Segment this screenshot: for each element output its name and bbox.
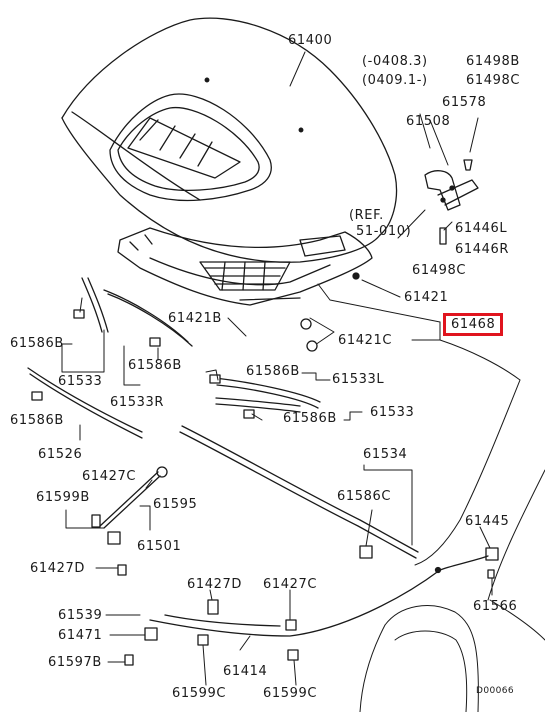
label-61539: 61539 (58, 608, 103, 623)
leader-lines-lower (33, 297, 493, 686)
label-61421b: 61421B (168, 311, 222, 326)
label-61533r: 61533R (110, 395, 164, 410)
label-61599c-right: 61599C (263, 686, 318, 701)
label-61586b-mid: 61586B (128, 358, 182, 373)
label-61427d-center: 61427D (187, 577, 242, 592)
support-rod-and-cable (99, 471, 489, 637)
label-61533: 61533 (58, 374, 103, 389)
label-61498b: 61498B (466, 54, 520, 69)
hood-hinge (352, 159, 479, 280)
label-61586b-right: 61586B (246, 364, 300, 379)
label-61414: 61414 (223, 664, 268, 679)
fender-outline (359, 339, 545, 712)
label-61566: 61566 (473, 599, 518, 614)
label-61471: 61471 (58, 628, 103, 643)
label-61498c-hinge: 61498C (412, 263, 467, 278)
label-61427c-upper: 61427C (82, 469, 137, 484)
hood-inner-frame (117, 227, 373, 306)
label-61421: 61421 (404, 290, 449, 305)
label-61421c: 61421C (338, 333, 393, 348)
label-61599b: 61599B (36, 490, 90, 505)
label-61501: 61501 (137, 539, 182, 554)
label-61400: 61400 (288, 33, 333, 48)
label-61578: 61578 (442, 95, 487, 110)
label-61446r: 61446R (455, 242, 509, 257)
label-61526: 61526 (38, 447, 83, 462)
label-ref: (REF. (349, 208, 384, 223)
label-61595: 61595 (153, 497, 198, 512)
leader-lines-top (227, 51, 479, 346)
diagram-code: D00066 (476, 686, 514, 696)
label-61586b-far-left: 61586B (10, 413, 64, 428)
label-61427c-center: 61427C (263, 577, 318, 592)
label-61586b-left: 61586B (10, 336, 64, 351)
label-61597b: 61597B (48, 655, 102, 670)
hood-panel (61, 17, 398, 263)
label-61508: 61508 (406, 114, 451, 129)
label-61427d-left: 61427D (30, 561, 85, 576)
weatherstrip-parts (27, 277, 419, 559)
label-61586c: 61586C (337, 489, 392, 504)
label-61468-highlighted: 61468 (443, 313, 504, 336)
label-61586b-lower: 61586B (283, 411, 337, 426)
label-61445: 61445 (465, 514, 510, 529)
label-61599c-left: 61599C (172, 686, 227, 701)
label-61534: 61534 (363, 447, 408, 462)
label-61498b-range: (-0408.3) (362, 54, 428, 69)
label-61446l: 61446L (455, 221, 508, 236)
label-61533l: 61533L (332, 372, 385, 387)
label-61498c: 61498C (466, 73, 521, 88)
label-61533-right: 61533 (370, 405, 415, 420)
label-61498c-range: (0409.1-) (362, 73, 428, 88)
label-ref-number: 51-010) (356, 224, 412, 239)
